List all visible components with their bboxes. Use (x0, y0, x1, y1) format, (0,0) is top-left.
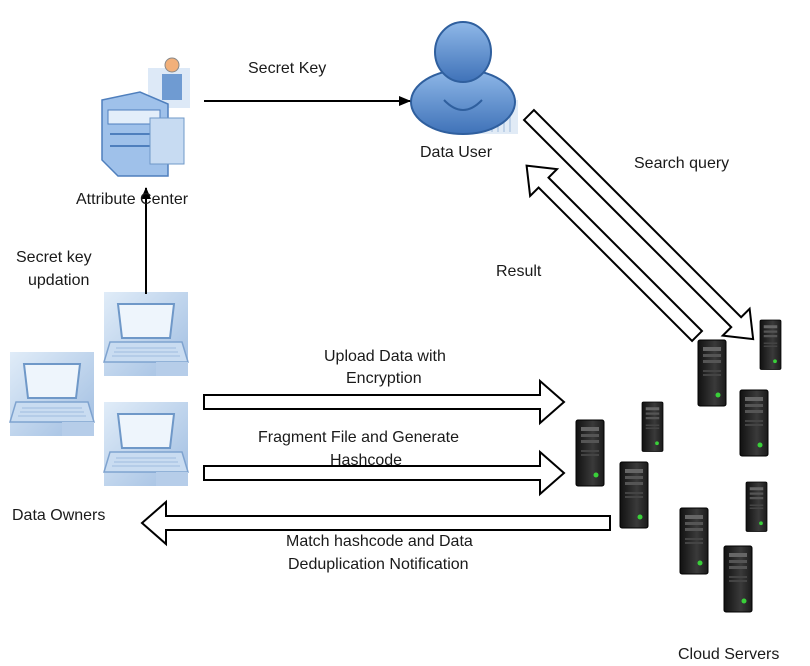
fragment-arrow (203, 449, 566, 497)
secret-key-updation-label-line2: updation (28, 272, 89, 289)
server-tower-icon (619, 461, 649, 529)
upload-label: Upload Data with (324, 348, 446, 365)
search-query-label: Search query (634, 155, 729, 172)
laptop-icon (9, 351, 95, 437)
server-tower-icon (697, 339, 727, 407)
office-desk-person-icon (101, 57, 190, 177)
match-label-line2: Deduplication Notification (288, 556, 469, 573)
server-tower-icon (745, 481, 768, 532)
cloud-servers-label: Cloud Servers (678, 646, 779, 663)
secret-key-updation-label: Secret key (16, 249, 92, 266)
match-label: Match hashcode and Data (286, 533, 473, 550)
laptop-icon (103, 291, 189, 377)
server-tower-icon (679, 507, 709, 575)
deduplication-arrow (140, 499, 611, 547)
search-query-arrow (522, 108, 755, 341)
server-tower-icon (641, 401, 664, 452)
server-tower-icon (759, 319, 782, 370)
user-person-icon (410, 21, 518, 135)
attribute-center-label: Attribute Center (76, 191, 189, 208)
fragment-label: Fragment File and Generate (258, 429, 459, 446)
server-tower-icon (723, 545, 753, 613)
result-arrow (525, 164, 704, 343)
data-user-label: Data User (420, 144, 493, 161)
upload-arrow (203, 378, 566, 426)
server-tower-icon (739, 389, 769, 457)
server-tower-icon (575, 419, 605, 487)
fragment-label-line2: Hashcode (330, 452, 402, 469)
laptop-icon (103, 401, 189, 487)
upload-label-line2: Encryption (346, 370, 422, 387)
secret-key-label: Secret Key (248, 60, 326, 77)
result-label: Result (496, 263, 542, 280)
data-owners-label: Data Owners (12, 507, 105, 524)
